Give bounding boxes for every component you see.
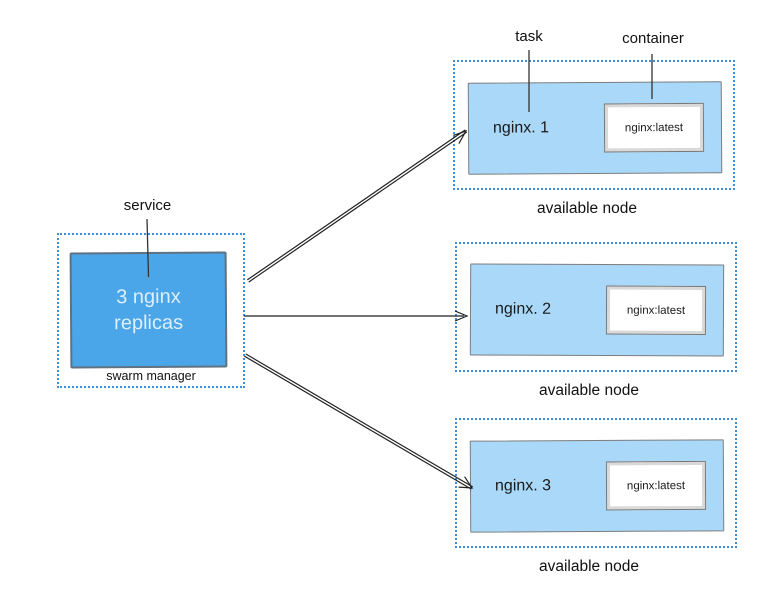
available-node-3-caption: available node: [539, 558, 639, 575]
available-node-2-caption: available node: [539, 382, 639, 399]
container-annotation-label: container: [622, 30, 684, 47]
service-box-text-line2: replicas: [114, 311, 184, 335]
task-box-2: nginx. 2 nginx:latest: [469, 263, 725, 357]
task-name-2: nginx. 2: [494, 300, 552, 318]
container-image-2: nginx:latest: [626, 304, 686, 317]
service-annotation-label: service: [123, 197, 172, 214]
swarm-manager-group: 3 nginx replicas swarm manager: [57, 233, 245, 388]
available-node-1-caption: available node: [537, 200, 637, 217]
container-box-2: nginx:latest: [605, 285, 707, 335]
arrow-service-to-node1: [246, 129, 468, 283]
container-image-1: nginx:latest: [624, 121, 684, 134]
container-box-3: nginx:latest: [605, 460, 707, 511]
swarm-manager-caption: swarm manager: [106, 369, 196, 383]
service-box-text-line1: 3 nginx: [116, 285, 181, 309]
arrow-service-to-node3: [243, 353, 474, 490]
task-box-3: nginx. 3 nginx:latest: [469, 439, 725, 533]
task-name-3: nginx. 3: [494, 477, 552, 495]
available-node-2-group: nginx. 2 nginx:latest: [455, 242, 737, 372]
available-node-1-group: nginx. 1 nginx:latest: [453, 60, 735, 190]
available-node-3-group: nginx. 3 nginx:latest: [455, 418, 737, 548]
task-annotation-label: task: [515, 28, 543, 45]
task-name-1: nginx. 1: [492, 119, 550, 137]
task-box-1: nginx. 1 nginx:latest: [467, 81, 723, 175]
container-box-1: nginx:latest: [603, 102, 705, 153]
arrow-service-to-node2: [244, 310, 469, 322]
container-image-3: nginx:latest: [626, 479, 686, 492]
service-box: 3 nginx replicas: [69, 251, 228, 369]
